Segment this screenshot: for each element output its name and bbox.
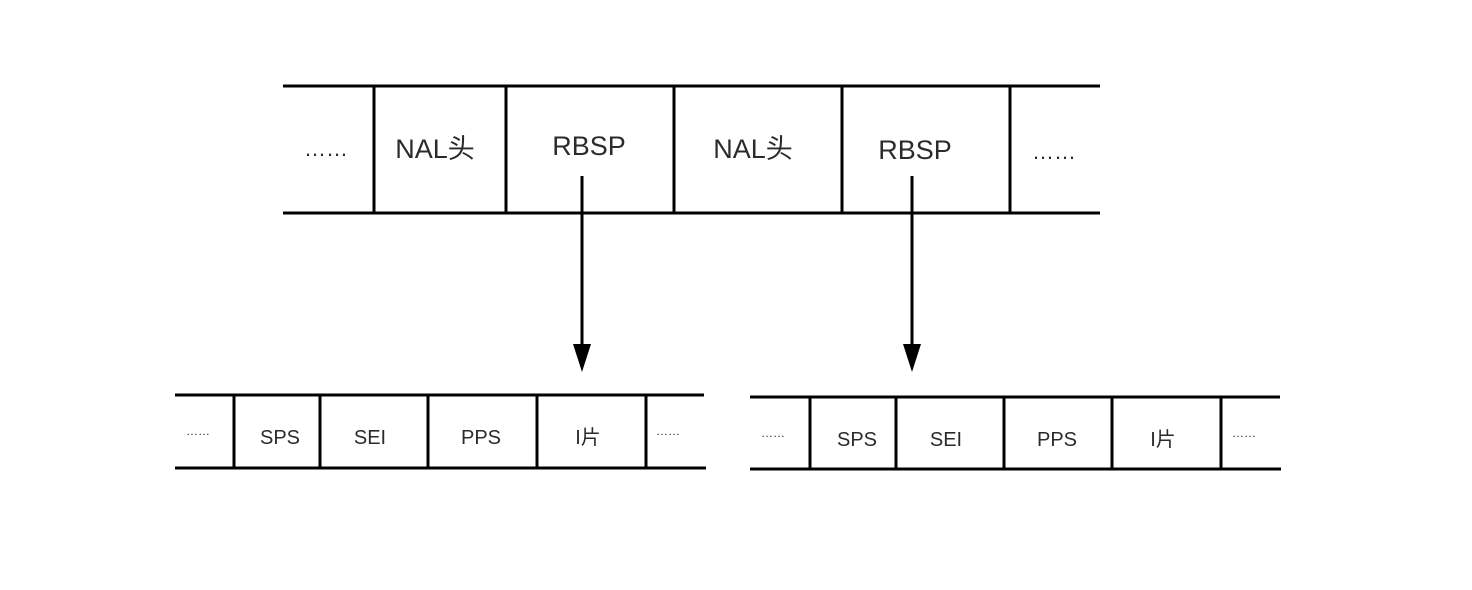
nal-cell-ellipsis-right: …… <box>1032 139 1076 164</box>
rbsp-cell-ellipsis-left: …… <box>761 426 785 440</box>
rbsp-cell-ellipsis-left: …… <box>186 424 210 438</box>
arrow-right-head <box>903 344 921 372</box>
nal-cell-rbsp: RBSP <box>878 135 952 165</box>
rbsp-cell-sps: SPS <box>260 427 300 449</box>
nal-cell-nal-header: NAL头 <box>713 134 793 164</box>
rbsp-cell-ellipsis-right: …… <box>656 424 680 438</box>
rbsp-cell-i-slice: I片 <box>575 426 601 449</box>
nal-cell-ellipsis-left: …… <box>304 136 348 161</box>
arrow-left <box>573 176 591 372</box>
rbsp-cell-pps: PPS <box>1037 429 1077 451</box>
rbsp-cell-sps: SPS <box>837 429 877 451</box>
nal-cell-nal-header: NAL头 <box>395 134 475 164</box>
arrow-right <box>903 176 921 372</box>
arrow-left-head <box>573 344 591 372</box>
rbsp-cell-i-slice: I片 <box>1150 428 1176 451</box>
rbsp-cell-pps: PPS <box>461 427 501 449</box>
rbsp-stream-left: …… SPS SEI PPS I片 …… <box>175 393 706 470</box>
nal-stream: …… NAL头 RBSP NAL头 RBSP …… <box>283 84 1100 215</box>
rbsp-stream-right: …… SPS SEI PPS I片 …… <box>750 395 1281 471</box>
rbsp-cell-sei: SEI <box>354 427 386 449</box>
rbsp-cell-sei: SEI <box>930 429 962 451</box>
rbsp-cell-ellipsis-right: …… <box>1232 426 1256 440</box>
nal-cell-rbsp: RBSP <box>552 131 626 161</box>
